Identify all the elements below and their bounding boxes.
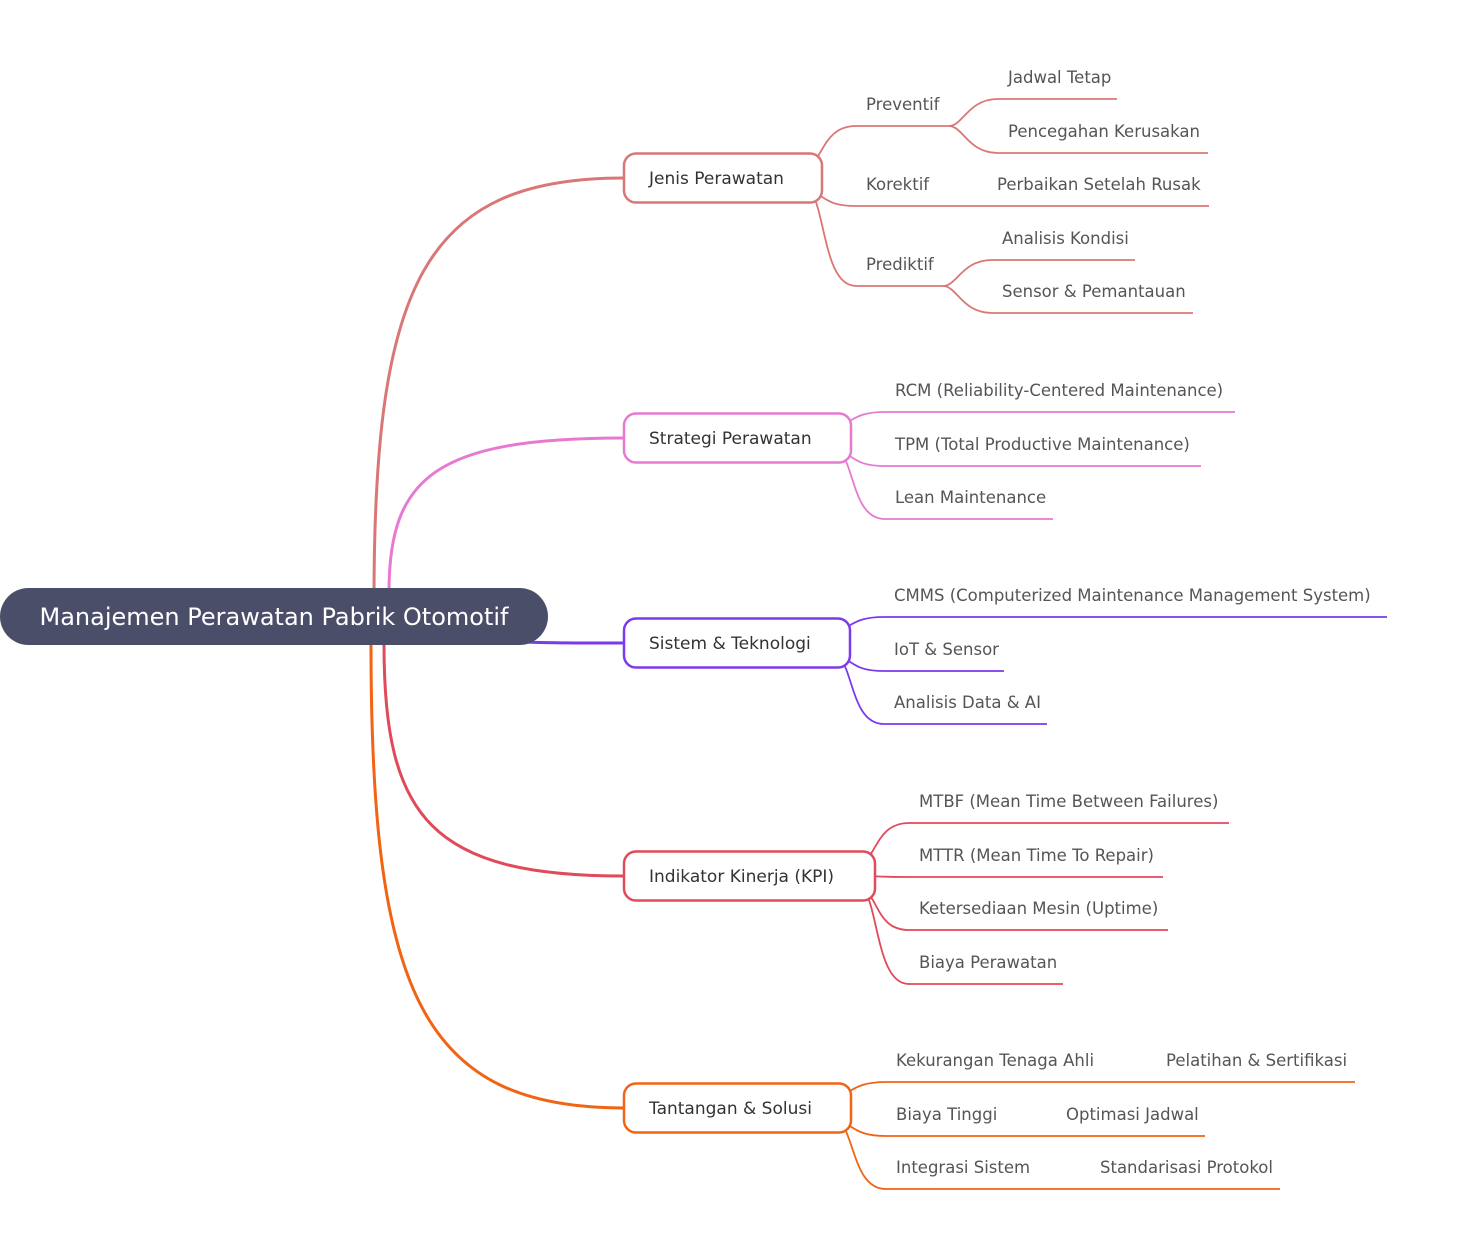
node-perbaikan-setelah-rusak[interactable]: Perbaikan Setelah Rusak [997, 175, 1201, 194]
node-lean-maintenance[interactable]: Lean Maintenance [895, 488, 1046, 507]
node-kekurangan-tenaga-ahli[interactable]: Kekurangan Tenaga Ahli [896, 1051, 1094, 1070]
branch-node-shape [622, 152, 824, 204]
connector-kekurangan-tenaga-ahli [838, 1081, 1355, 1097]
branch-node-label: Strategi Perawatan [649, 429, 812, 449]
connector-biaya-tinggi [840, 1121, 1205, 1137]
connector-strategi-perawatan [387, 436, 626, 594]
root-node[interactable]: Manajemen Perawatan Pabrik Otomotif [0, 588, 548, 645]
node-korektif[interactable]: Korektif [866, 175, 930, 194]
connector-analisis-kondisi [942, 259, 1135, 287]
node-layer: Manajemen Perawatan Pabrik Otomotif Jenis… [0, 68, 1371, 1177]
branch-node-jenis-perawatan[interactable]: Jenis Perawatan [622, 152, 824, 204]
connector-jenis-perawatan [372, 176, 626, 602]
node-standarisasi-protokol[interactable]: Standarisasi Protokol [1100, 1158, 1273, 1177]
node-rcm-reliability-centered-maintenance[interactable]: RCM (Reliability-Centered Maintenance) [895, 381, 1223, 400]
branch-node-indikator-kinerja-kpi[interactable]: Indikator Kinerja (KPI) [622, 850, 877, 902]
branch-node-shape [622, 412, 853, 464]
connector-tpm-total-productive-maintenance [840, 451, 1201, 467]
node-analisis-data-ai[interactable]: Analisis Data & AI [894, 693, 1041, 712]
node-ketersediaan-mesin-uptime[interactable]: Ketersediaan Mesin (Uptime) [919, 899, 1158, 918]
node-analisis-kondisi[interactable]: Analisis Kondisi [1002, 229, 1129, 248]
branch-node-label: Tantangan & Solusi [648, 1099, 812, 1119]
connector-tantangan-solusi [369, 643, 626, 1110]
node-cmms-computerized-maintenance-management-system[interactable]: CMMS (Computerized Maintenance Managemen… [894, 586, 1371, 605]
connector-korektif [811, 191, 949, 207]
connector-biaya-perawatan [864, 889, 1063, 985]
connector-integrasi-sistem [840, 1121, 1280, 1190]
connector-analisis-data-ai [839, 656, 1047, 725]
node-integrasi-sistem[interactable]: Integrasi Sistem [896, 1158, 1030, 1177]
node-sensor-pemantauan[interactable]: Sensor & Pemantauan [1002, 282, 1186, 301]
connector-pencegahan-kerusakan [948, 125, 1208, 154]
connector-sistem-teknologi [518, 640, 626, 645]
node-preventif[interactable]: Preventif [866, 95, 941, 114]
branch-node-shape [622, 1082, 853, 1134]
node-prediktif[interactable]: Prediktif [866, 255, 935, 274]
branch-node-sistem-teknologi[interactable]: Sistem & Teknologi [622, 617, 852, 669]
connector-jadwal-tetap [948, 98, 1117, 127]
connector-mttr-mean-time-to-repair [864, 875, 1163, 878]
connector-indikator-kinerja-kpi [382, 643, 626, 878]
branch-node-strategi-perawatan[interactable]: Strategi Perawatan [622, 412, 853, 464]
connector-iot-sensor [839, 656, 1004, 672]
root-node-shape [0, 588, 548, 645]
branch-node-label: Indikator Kinerja (KPI) [649, 867, 834, 887]
branch-node-label: Jenis Perawatan [648, 169, 784, 189]
branch-node-shape [622, 850, 877, 902]
connector-prediktif [811, 191, 943, 287]
node-biaya-tinggi[interactable]: Biaya Tinggi [896, 1105, 997, 1124]
node-pencegahan-kerusakan[interactable]: Pencegahan Kerusakan [1008, 122, 1200, 141]
node-optimasi-jadwal[interactable]: Optimasi Jadwal [1066, 1105, 1199, 1124]
connector-sensor-pemantauan [942, 285, 1193, 314]
connector-cmms-computerized-maintenance-management-system [837, 616, 1387, 632]
node-pelatihan-sertifikasi[interactable]: Pelatihan & Sertifikasi [1166, 1051, 1347, 1070]
branch-node-shape [622, 617, 852, 669]
branch-node-tantangan-solusi[interactable]: Tantangan & Solusi [622, 1082, 853, 1134]
node-jadwal-tetap[interactable]: Jadwal Tetap [1007, 68, 1111, 87]
connector-lean-maintenance [840, 451, 1053, 520]
branch-node-label: Sistem & Teknologi [649, 634, 811, 654]
connector-rcm-reliability-centered-maintenance [838, 411, 1235, 427]
root-node-label: Manajemen Perawatan Pabrik Otomotif [40, 603, 510, 631]
node-mttr-mean-time-to-repair[interactable]: MTTR (Mean Time To Repair) [919, 846, 1154, 865]
connector-preventif [809, 125, 949, 167]
node-biaya-perawatan[interactable]: Biaya Perawatan [919, 953, 1057, 972]
node-tpm-total-productive-maintenance[interactable]: TPM (Total Productive Maintenance) [894, 435, 1190, 454]
node-mtbf-mean-time-between-failures[interactable]: MTBF (Mean Time Between Failures) [919, 792, 1218, 811]
node-iot-sensor[interactable]: IoT & Sensor [894, 640, 999, 659]
